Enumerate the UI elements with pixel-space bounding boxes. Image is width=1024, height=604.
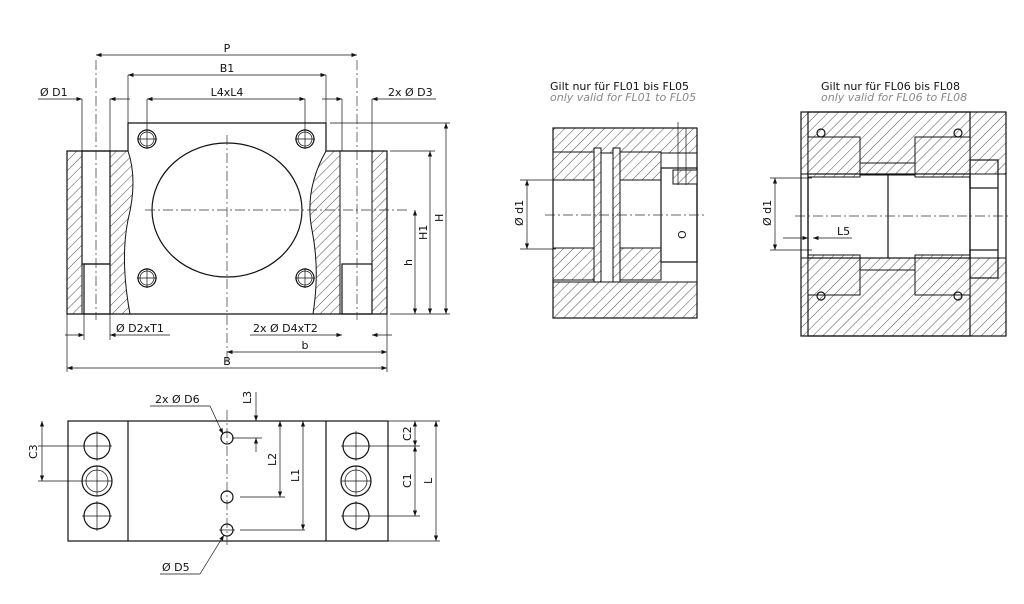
bottom-view: 2x Ø D6 L3 C3 L2 L1 C2 C1 L Ø D5 [27, 391, 440, 575]
section-fl01-fl05: Gilt nur für FL01 bis FL05 only valid fo… [513, 80, 705, 319]
front-outline [66, 122, 388, 315]
bottom-holes [81, 431, 372, 537]
section1-title-en: only valid for FL01 to FL05 [550, 91, 696, 104]
dim-D3: 2x Ø D3 [388, 86, 433, 99]
dim-D2xT1: Ø D2xT1 [116, 322, 164, 335]
dim-L: L [422, 477, 435, 484]
section2-title-en: only valid for FL06 to FL08 [821, 91, 967, 104]
dim-C3: C3 [27, 444, 40, 459]
dim-B1: B1 [220, 62, 235, 75]
bottom-outline [67, 420, 389, 542]
dim-h: h [402, 259, 415, 266]
dim-H1: H1 [417, 225, 430, 240]
dim-P: P [224, 42, 231, 55]
left-wall-section [66, 150, 83, 315]
dim-L1: L1 [289, 469, 302, 482]
dim-C1: C1 [401, 473, 414, 488]
section-fl06-fl08: Gilt nur für FL06 bis FL08 only valid fo… [761, 80, 1010, 337]
right-wall-section [371, 150, 388, 315]
dim-B: B [223, 355, 231, 368]
dim-L4xL4: L4xL4 [211, 86, 244, 99]
dim-H: H [433, 214, 446, 222]
mounting-holes [137, 129, 315, 288]
dim-D1: Ø D1 [40, 86, 68, 99]
right-inner-section [309, 150, 341, 315]
section1-d1: Ø d1 [513, 200, 526, 226]
left-inner-section [109, 150, 134, 315]
section1-title-de: Gilt nur für FL01 bis FL05 [550, 80, 689, 93]
front-view: P B1 L4xL4 Ø D1 2x Ø D3 H H1 h Ø D2xT1 2… [38, 42, 450, 372]
dim-C2: C2 [401, 426, 414, 441]
dim-L3: L3 [241, 391, 254, 404]
dim-D6: 2x Ø D6 [155, 393, 200, 406]
section2-L5: L5 [837, 225, 850, 238]
section1-mark: O [676, 230, 689, 239]
section2-d1: Ø d1 [761, 200, 774, 226]
dim-D4xT2: 2x Ø D4xT2 [253, 322, 318, 335]
dim-b: b [302, 339, 309, 352]
section2-title-de: Gilt nur für FL06 bis FL08 [821, 80, 960, 93]
dim-L2: L2 [266, 453, 279, 466]
dim-D5: Ø D5 [162, 561, 190, 574]
